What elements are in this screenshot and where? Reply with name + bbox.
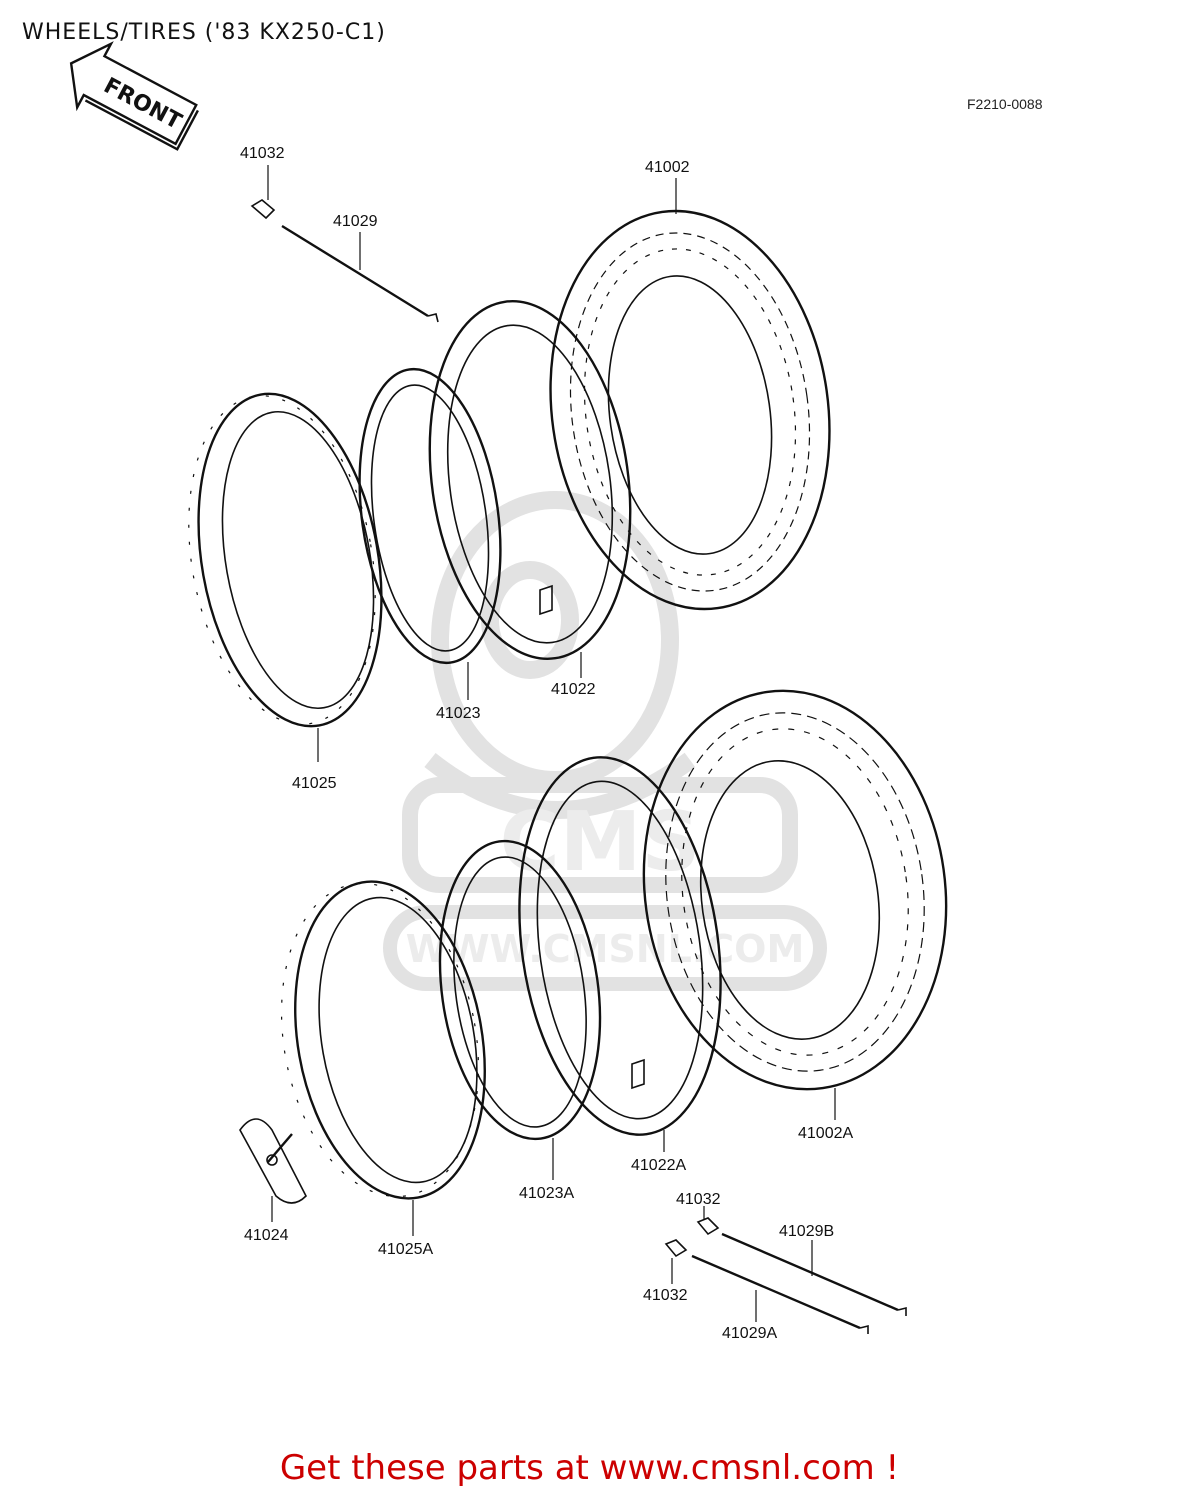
- watermark-brand: CMS: [500, 795, 701, 890]
- part-label-41029A: 41029A: [722, 1325, 777, 1342]
- rim-lock: [239, 1118, 307, 1222]
- page-title: WHEELS/TIRES ('83 KX250-C1): [22, 20, 386, 45]
- part-label-41002A: 41002A: [798, 1125, 853, 1142]
- spoke-nipple-top: [250, 165, 276, 220]
- part-label-41023A: 41023A: [519, 1185, 574, 1202]
- front-rim-band: [428, 300, 632, 678]
- watermark-mascot-head: [431, 491, 679, 789]
- cms-watermark: CMS WWW.CMSNL.COM: [383, 491, 827, 991]
- spoke-top: [281, 224, 439, 323]
- rear-tire: [642, 689, 948, 1120]
- footer-link[interactable]: Get these parts at www.cmsnl.com !: [279, 1448, 900, 1488]
- part-label-41002: 41002: [645, 159, 690, 176]
- front-arrow-shadow: [84, 99, 199, 151]
- watermark-brand-box: [402, 777, 798, 893]
- part-label-41032-low: 41032: [643, 1287, 688, 1304]
- part-label-41022A: 41022A: [631, 1157, 686, 1174]
- part-label-41032-mid: 41032: [676, 1191, 721, 1208]
- part-label-41024: 41024: [244, 1227, 289, 1244]
- part-label-41029: 41029: [333, 213, 378, 230]
- spoke-rear-b: [721, 1232, 907, 1316]
- spoke-nipple-mid: [696, 1206, 720, 1236]
- front-inner-tube: [358, 367, 502, 700]
- part-label-41029B: 41029B: [779, 1223, 834, 1240]
- part-label-41023: 41023: [436, 705, 481, 722]
- figure-code: F2210-0088: [967, 96, 1043, 112]
- watermark-url: WWW.CMSNL.COM: [406, 927, 805, 971]
- part-label-41025: 41025: [292, 775, 337, 792]
- front-arrow-shape: [69, 41, 198, 146]
- front-rim: [188, 392, 383, 762]
- front-tire: [549, 178, 831, 611]
- spoke-nipple-low: [664, 1239, 688, 1284]
- front-direction-arrow: FRONT: [69, 41, 199, 151]
- rear-inner-tube: [438, 839, 602, 1180]
- rear-rim: [280, 880, 486, 1236]
- part-label-41025A: 41025A: [378, 1241, 433, 1258]
- rear-rim-band: [518, 756, 722, 1152]
- part-label-41032-top: 41032: [240, 145, 285, 162]
- part-label-41022: 41022: [551, 681, 596, 698]
- watermark-url-box: [383, 905, 827, 991]
- spoke-rear-a: [691, 1254, 869, 1334]
